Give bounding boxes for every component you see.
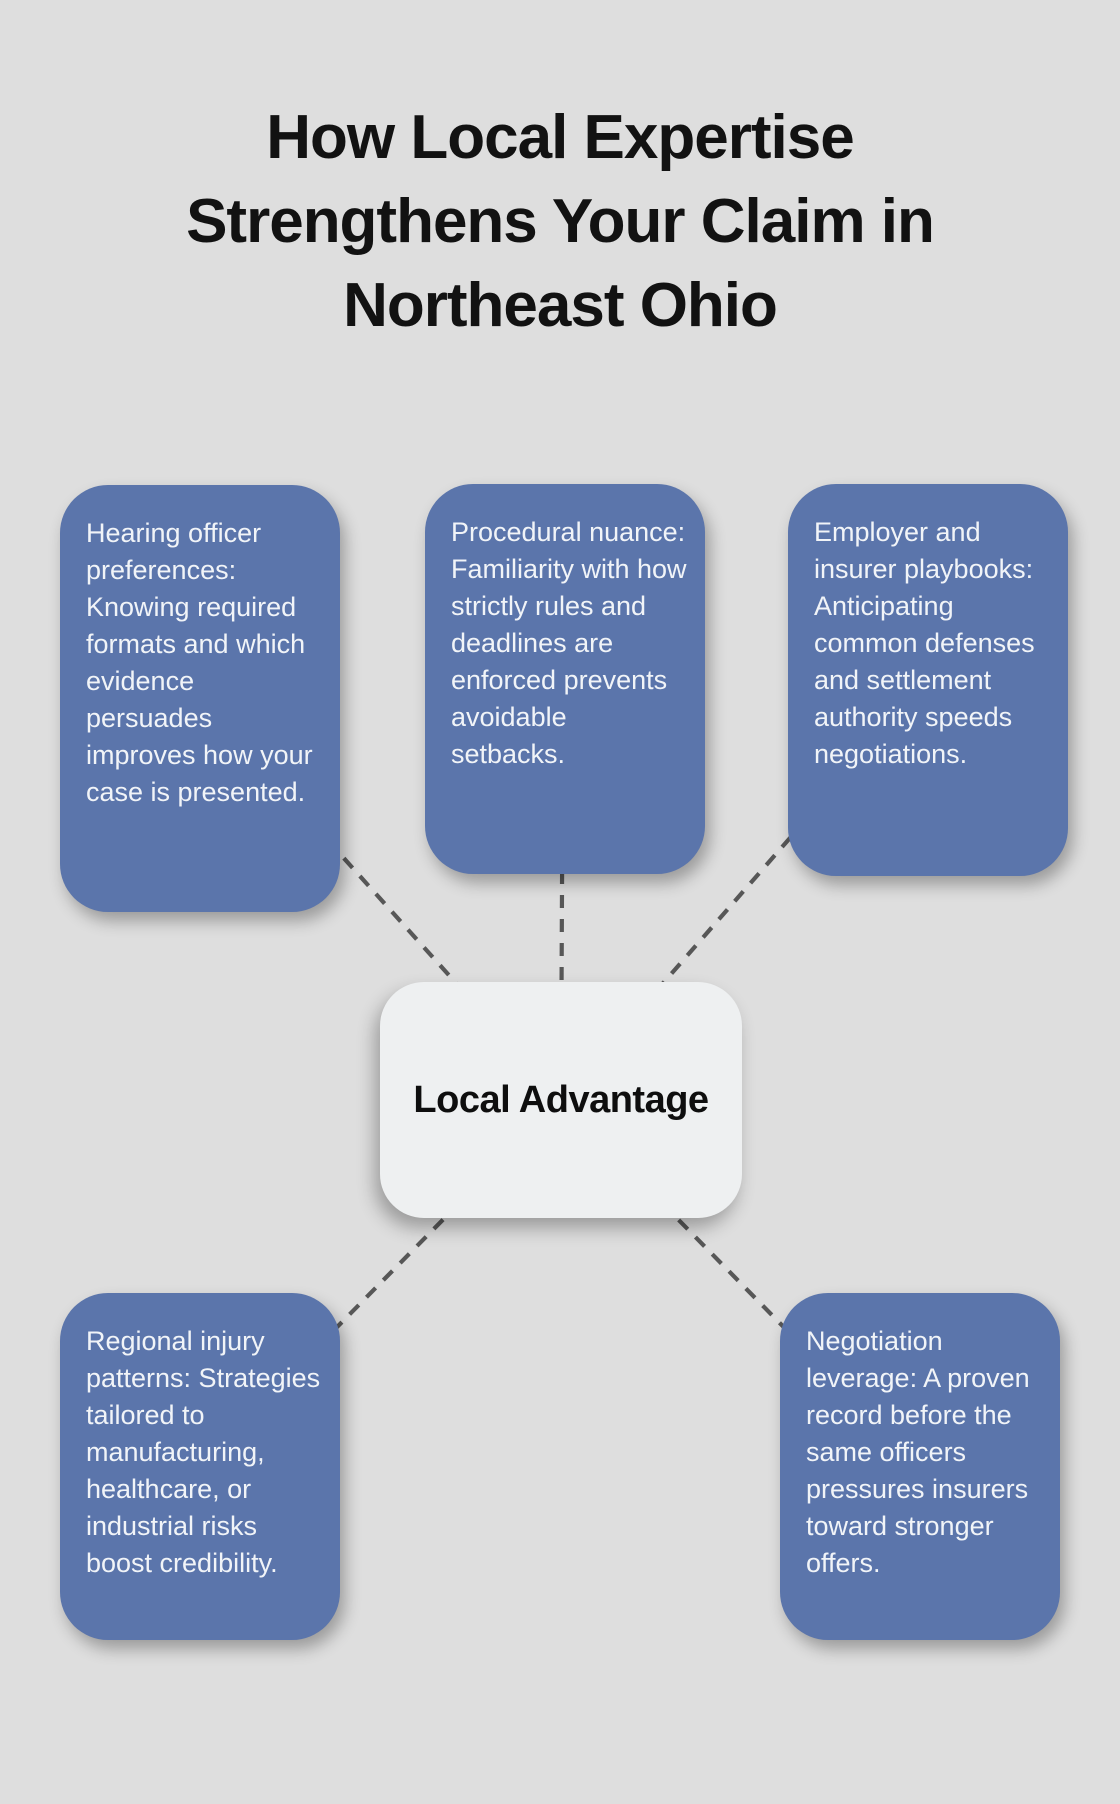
node-procedural-nuance: Procedural nuance: Familiarity with how … [425, 484, 705, 874]
center-node-label: Local Advantage [413, 1078, 709, 1121]
node-text: Hearing officer preferences: Knowing req… [86, 518, 313, 807]
node-negotiation-leverage: Negotiation leverage: A proven record be… [780, 1293, 1060, 1640]
center-node-local-advantage: Local Advantage [380, 982, 742, 1218]
node-hearing-officer-preferences: Hearing officer preferences: Knowing req… [60, 485, 340, 912]
title-line-3: Northeast Ohio [343, 271, 778, 340]
node-text: Employer and insurer playbooks: Anticipa… [814, 517, 1035, 769]
connector-top-left [198, 696, 563, 1102]
node-text: Negotiation leverage: A proven record be… [806, 1326, 1030, 1578]
page-title: How Local Expertise Strengthens Your Cla… [0, 96, 1120, 348]
title-line-1: How Local Expertise [266, 103, 854, 172]
node-text: Procedural nuance: Familiarity with how … [451, 517, 687, 769]
node-regional-injury-patterns: Regional injury patterns: Strategies tai… [60, 1293, 340, 1640]
node-employer-insurer-playbooks: Employer and insurer playbooks: Anticipa… [788, 484, 1068, 876]
title-line-2: Strengthens Your Claim in [186, 187, 935, 256]
node-text: Regional injury patterns: Strategies tai… [86, 1326, 321, 1578]
